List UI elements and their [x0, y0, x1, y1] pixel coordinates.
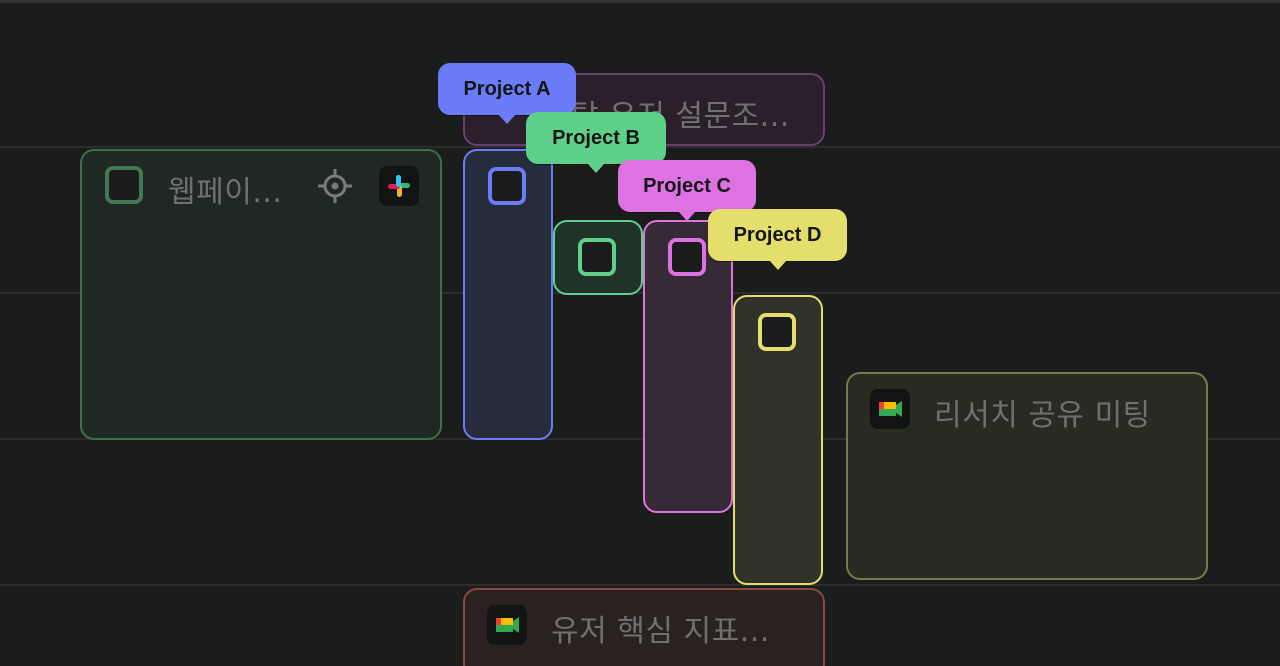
- project-a-checkbox[interactable]: [488, 167, 526, 205]
- project-c-label: Project C: [643, 175, 731, 197]
- event-card-webpage[interactable]: 웹페이...: [80, 149, 442, 440]
- event-card-metrics[interactable]: 유저 핵심 지표...: [463, 588, 825, 666]
- event-checkbox[interactable]: [105, 166, 143, 204]
- project-d-event[interactable]: [733, 295, 823, 585]
- event-title: 웹페이...: [168, 175, 283, 210]
- event-card-research[interactable]: 리서치 공유 미팅: [846, 372, 1208, 580]
- event-title: 유저 핵심 지표...: [551, 614, 770, 649]
- top-border: [0, 0, 1280, 3]
- project-d-tag: Project D: [708, 209, 847, 270]
- project-c-event[interactable]: [643, 220, 733, 513]
- project-d-checkbox[interactable]: [758, 313, 796, 351]
- hour-gridline: [0, 584, 1280, 586]
- project-d-label: Project D: [733, 224, 822, 246]
- project-c-checkbox[interactable]: [668, 238, 706, 276]
- slack-icon: [379, 166, 419, 206]
- project-c-tag: Project C: [618, 160, 756, 221]
- google-meet-icon: [487, 605, 527, 645]
- project-a-tag: Project A: [438, 63, 576, 124]
- project-a-label: Project A: [463, 78, 551, 100]
- project-b-tag: Project B: [526, 112, 666, 173]
- project-b-label: Project B: [552, 127, 640, 149]
- project-a-event[interactable]: [463, 149, 553, 440]
- event-title: 리서치 공유 미팅: [934, 398, 1151, 433]
- google-meet-icon: [870, 389, 910, 429]
- target-icon[interactable]: [317, 168, 353, 204]
- hour-gridline: [0, 292, 1280, 294]
- project-b-checkbox[interactable]: [578, 238, 616, 276]
- hour-gridline: [0, 438, 1280, 440]
- project-b-event[interactable]: [553, 220, 643, 295]
